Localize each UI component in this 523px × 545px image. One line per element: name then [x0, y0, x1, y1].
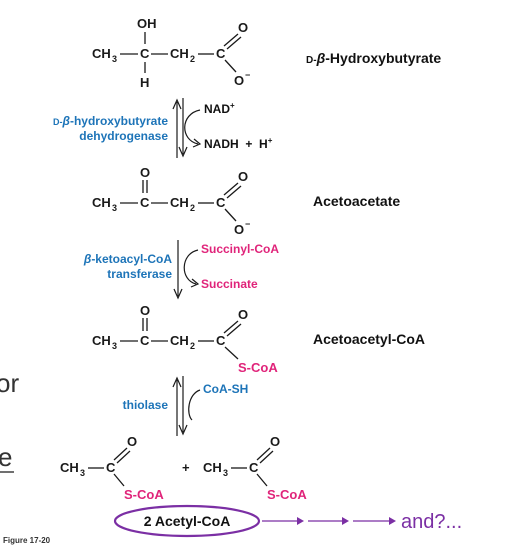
- step2-enzyme-line2: transferase: [107, 267, 172, 281]
- svg-text:CH: CH: [203, 460, 222, 475]
- svg-text:O: O: [238, 20, 248, 35]
- svg-text:C: C: [216, 46, 226, 61]
- svg-text:OH: OH: [137, 16, 157, 31]
- svg-text:CH: CH: [92, 333, 111, 348]
- step3-reversible-arrow: [172, 376, 201, 436]
- hydroxybutyrate-name: D-β-Hydroxybutyrate: [306, 50, 441, 66]
- product-ellipse: [113, 504, 261, 538]
- svg-text:C: C: [140, 333, 150, 348]
- svg-text:O: O: [238, 169, 248, 184]
- svg-text:3: 3: [112, 54, 117, 64]
- step1-enzyme-line2: dehydrogenase: [79, 129, 168, 143]
- svg-text:−: −: [245, 70, 250, 80]
- svg-text:S-CoA: S-CoA: [267, 487, 307, 502]
- svg-text:C: C: [140, 195, 150, 210]
- step2-enzyme-line1: β-ketoacyl-CoA: [83, 252, 172, 266]
- svg-text:O: O: [127, 434, 137, 449]
- svg-text:H: H: [140, 75, 149, 90]
- svg-text:3: 3: [223, 468, 228, 478]
- svg-text:CH: CH: [92, 46, 111, 61]
- hydroxybutyrate-structure: CH 3 C OH H CH 2 C O O −: [92, 16, 250, 90]
- svg-text:S-CoA: S-CoA: [124, 487, 164, 502]
- svg-text:O: O: [234, 222, 244, 237]
- svg-text:CH: CH: [92, 195, 111, 210]
- acetoacetyl-coa-structure: CH 3 C O CH 2 C O S-CoA: [92, 303, 278, 375]
- svg-text:C: C: [216, 333, 226, 348]
- svg-text:O: O: [270, 434, 280, 449]
- svg-text:C: C: [106, 460, 116, 475]
- step3-enzyme: thiolase: [123, 398, 169, 412]
- step2-cofactor-in: Succinyl-CoA: [201, 242, 279, 256]
- step2-arrow: [173, 240, 200, 300]
- step1-enzyme-line1: D-β-hydroxybutyrate: [53, 114, 168, 128]
- svg-text:2: 2: [190, 203, 195, 213]
- acetyl-coa-structure-2: CH 3 C O S-CoA: [203, 434, 307, 502]
- step1-cofactor-in: NAD+: [204, 101, 235, 116]
- svg-text:CH: CH: [170, 333, 189, 348]
- plus-sign: +: [182, 460, 190, 475]
- side-text-bottom: e: [0, 442, 12, 472]
- svg-text:3: 3: [80, 468, 85, 478]
- step1-cofactor-out: NADH + H+: [204, 136, 273, 151]
- acetoacetyl-coa-name: Acetoacetyl-CoA: [313, 331, 425, 347]
- svg-text:3: 3: [112, 341, 117, 351]
- acetoacetate-structure: CH 3 C O CH 2 C O O −: [92, 165, 250, 237]
- side-text-top: or: [0, 368, 19, 398]
- step3-cofactor-in: CoA-SH: [203, 382, 248, 396]
- svg-text:O: O: [140, 303, 150, 318]
- svg-text:O: O: [140, 165, 150, 180]
- product-label: 2 Acetyl-CoA: [144, 513, 231, 529]
- svg-text:C: C: [216, 195, 226, 210]
- svg-text:CH: CH: [60, 460, 79, 475]
- acetyl-coa-structure-1: CH 3 C O S-CoA: [60, 434, 164, 502]
- svg-text:O: O: [238, 307, 248, 322]
- svg-text:C: C: [140, 46, 150, 61]
- svg-text:O: O: [234, 73, 244, 88]
- svg-text:CH: CH: [170, 195, 189, 210]
- svg-text:3: 3: [112, 203, 117, 213]
- svg-text:−: −: [245, 219, 250, 229]
- svg-text:C: C: [249, 460, 259, 475]
- step2-cofactor-out: Succinate: [201, 277, 258, 291]
- product-question: and?...: [401, 511, 462, 533]
- svg-text:S-CoA: S-CoA: [238, 360, 278, 375]
- figure-label: Figure 17-20: [3, 536, 51, 545]
- product-arrows: [262, 517, 396, 525]
- svg-text:2: 2: [190, 341, 195, 351]
- acetoacetate-name: Acetoacetate: [313, 193, 400, 209]
- step1-reversible-arrow: [172, 98, 202, 158]
- svg-text:2: 2: [190, 54, 195, 64]
- svg-text:CH: CH: [170, 46, 189, 61]
